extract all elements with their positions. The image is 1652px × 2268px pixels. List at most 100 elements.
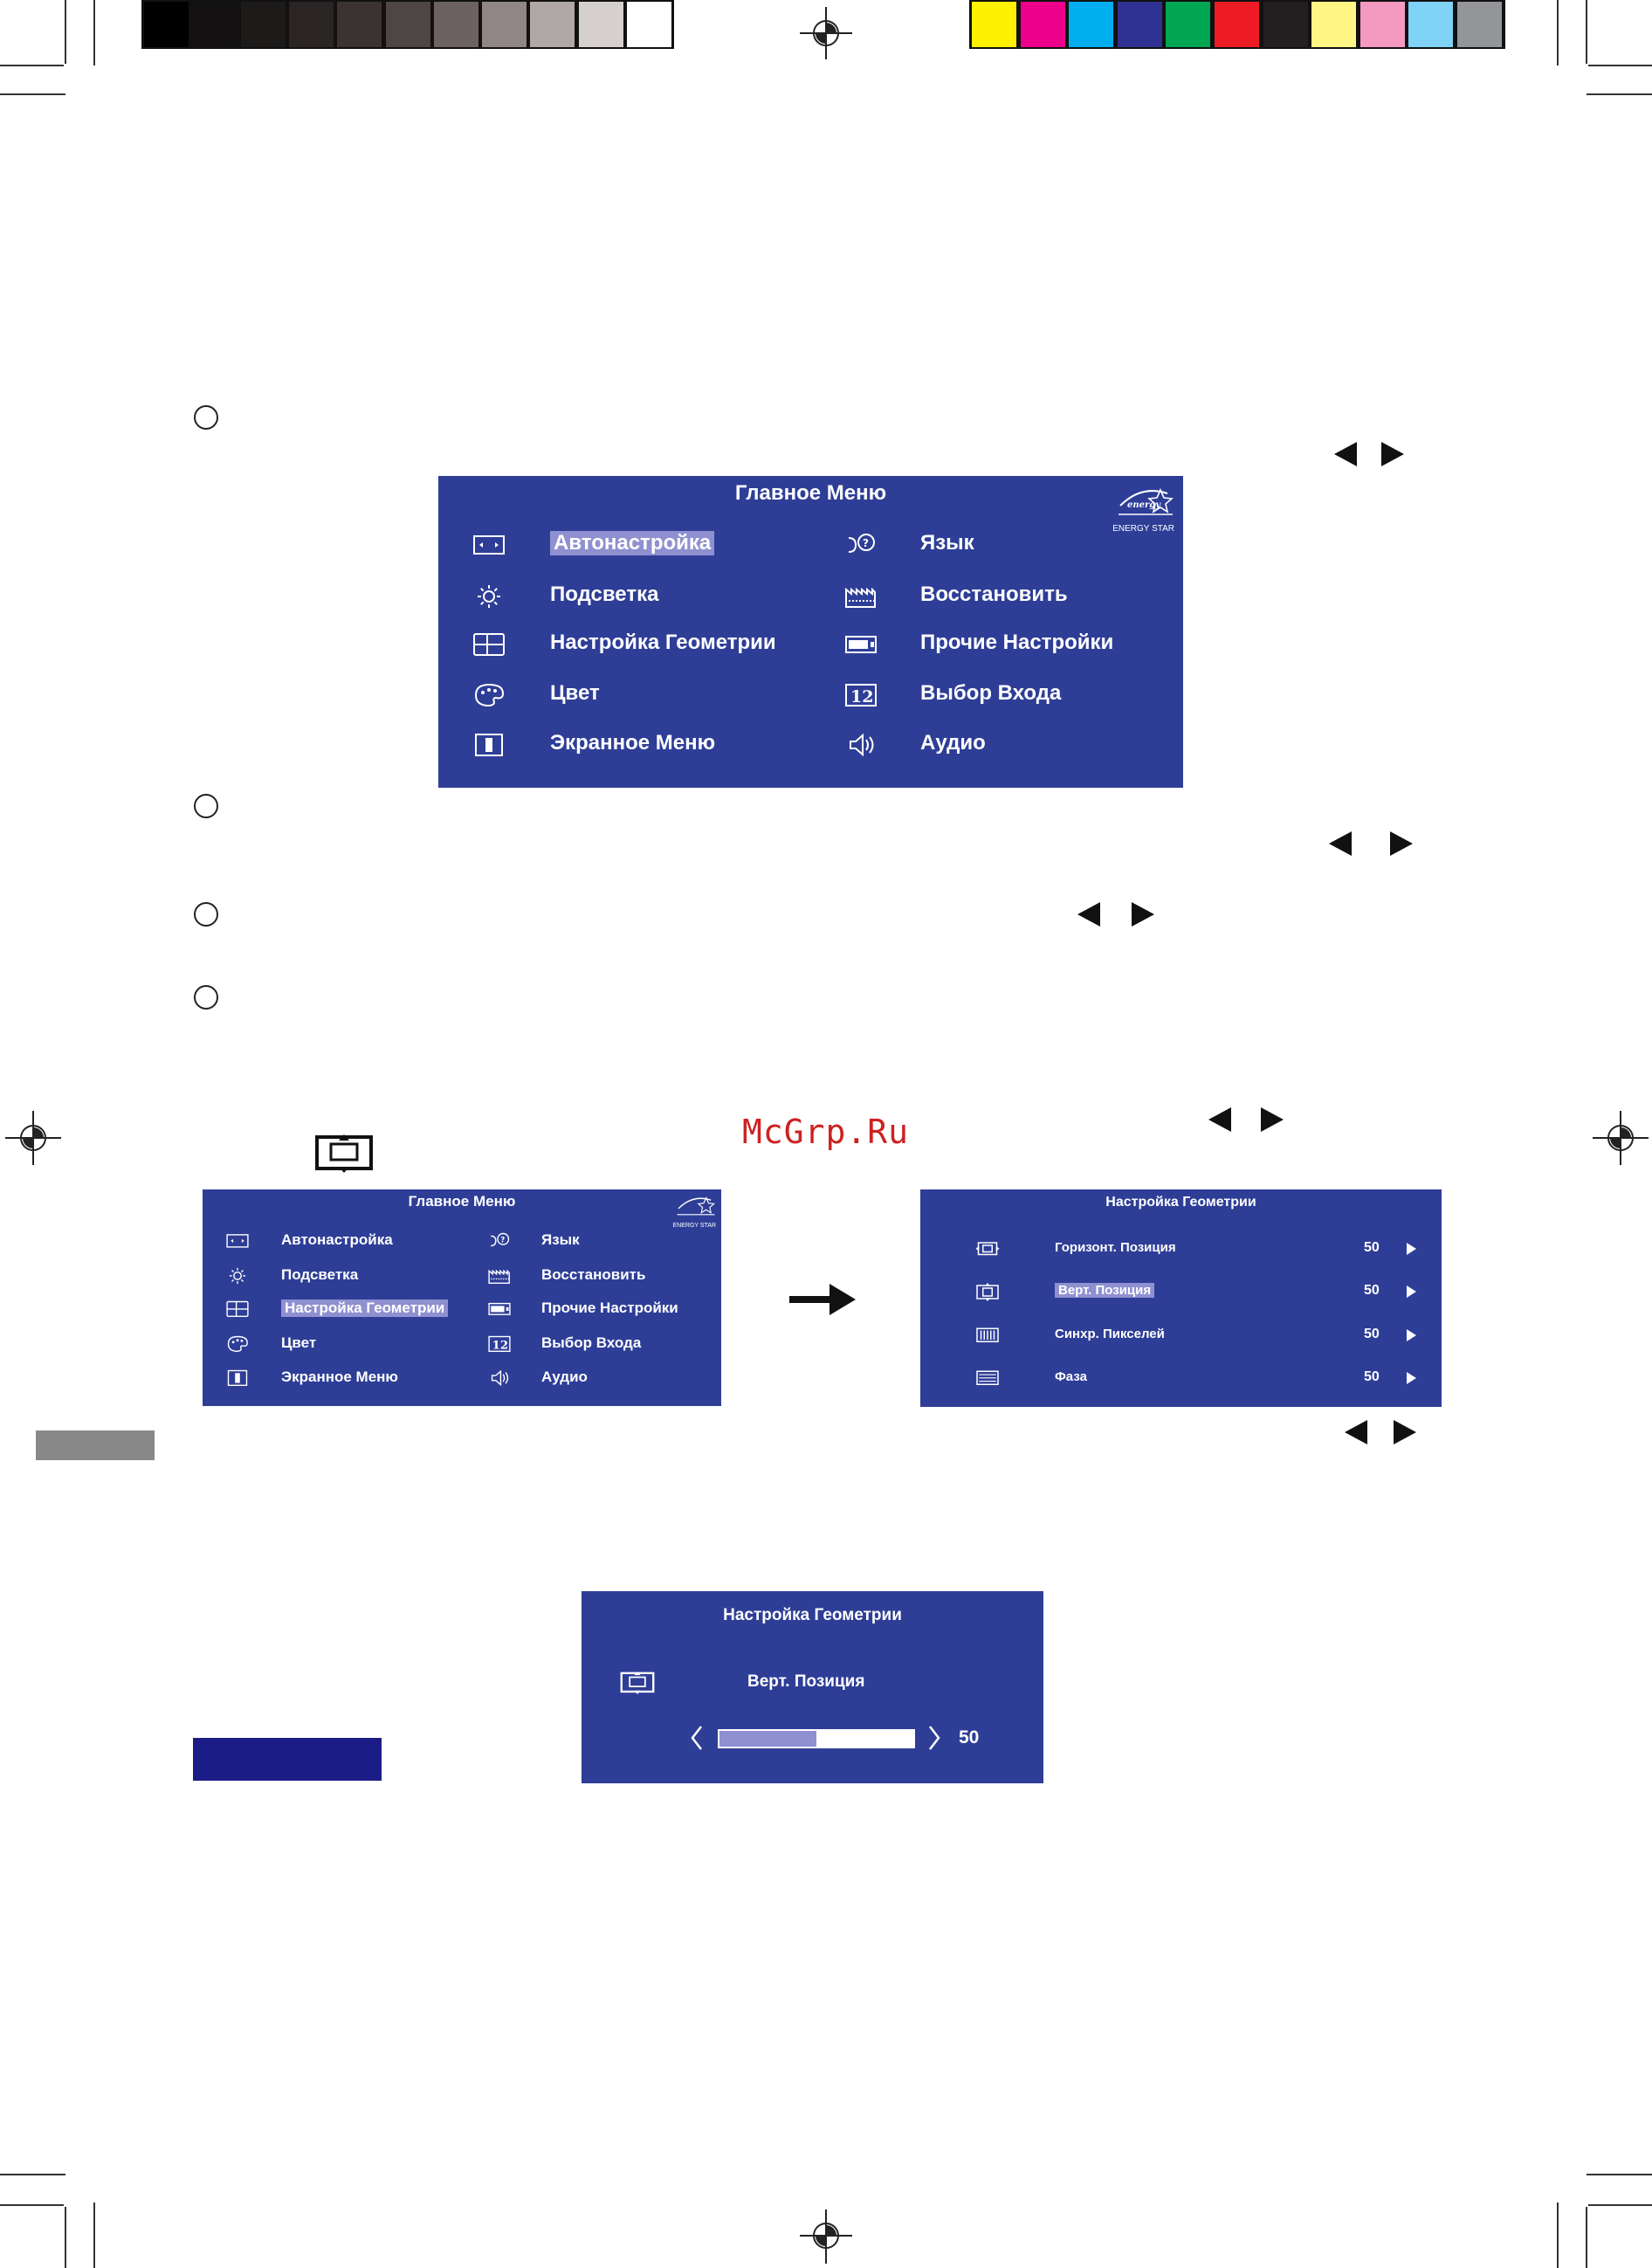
menu-item-label: Восстановить bbox=[541, 1265, 646, 1283]
menu-item-label: Автонастройка bbox=[281, 1231, 393, 1248]
step-marker-2 bbox=[194, 794, 218, 818]
menu-item[interactable]: Автонастройка bbox=[281, 1231, 393, 1249]
menu-item[interactable]: Аудио bbox=[541, 1368, 588, 1386]
main-menu-title: Главное Меню bbox=[408, 1193, 516, 1210]
energy-star-label: ENERGY STAR bbox=[672, 1223, 716, 1229]
adjust-arrow-icon[interactable] bbox=[1407, 1372, 1416, 1384]
geometry-menu-item[interactable]: Верт. Позиция bbox=[1055, 1283, 1155, 1298]
adjust-arrow-icon[interactable] bbox=[1407, 1329, 1416, 1341]
other-settings-icon bbox=[845, 636, 877, 654]
color-swatch bbox=[1263, 2, 1308, 47]
menu-item[interactable]: Настройка Геометрии bbox=[281, 1299, 449, 1317]
reset-factory-icon bbox=[488, 1269, 510, 1285]
main-menu-large: Главное Меню energy ENERGY STAR Автонаст… bbox=[438, 476, 1183, 788]
geometry-icon bbox=[473, 633, 505, 657]
menu-item[interactable]: Восстановить bbox=[541, 1266, 645, 1284]
geometry-item-label: Синхр. Пикселей bbox=[1055, 1327, 1165, 1341]
menu-item[interactable]: Цвет bbox=[281, 1334, 316, 1352]
right-arrow-icon bbox=[1390, 831, 1413, 856]
geometry-item-value: 50 bbox=[1364, 1283, 1380, 1298]
side-tab bbox=[36, 1430, 155, 1460]
vpos-slider-track[interactable] bbox=[718, 1729, 915, 1748]
vpos-slider-fill bbox=[719, 1731, 816, 1747]
menu-icon-wrapper bbox=[472, 630, 506, 659]
menu-item[interactable]: Прочие Настройки bbox=[541, 1299, 678, 1317]
left-right-arrows-1 bbox=[1334, 442, 1404, 466]
menu-item[interactable]: Подсветка bbox=[281, 1266, 358, 1284]
menu-icon-wrapper bbox=[472, 730, 506, 760]
decrease-chevron-icon[interactable] bbox=[690, 1725, 704, 1751]
geometry-menu-item[interactable]: Горизонт. Позиция bbox=[1055, 1240, 1176, 1255]
gray-swatch bbox=[240, 2, 286, 47]
color-swatch bbox=[1020, 2, 1065, 47]
left-right-arrows-5 bbox=[1345, 1420, 1416, 1444]
increase-chevron-icon[interactable] bbox=[927, 1725, 941, 1751]
left-right-arrows-4 bbox=[1208, 1107, 1284, 1132]
geometry-item-value: 50 bbox=[1364, 1240, 1380, 1255]
menu-item-label: Аудио bbox=[920, 731, 986, 755]
geometry-item-label: Верт. Позиция bbox=[1055, 1283, 1155, 1298]
color-swatch bbox=[1457, 2, 1502, 47]
auto-adjust-icon bbox=[473, 535, 505, 555]
backlight-sun-icon bbox=[229, 1268, 246, 1285]
adjust-arrow-icon[interactable] bbox=[1407, 1286, 1416, 1298]
menu-item[interactable]: Автонастройка bbox=[550, 531, 715, 556]
menu-item-label: Язык bbox=[920, 531, 974, 555]
left-arrow-icon bbox=[1345, 1420, 1367, 1444]
menu-item[interactable]: Цвет bbox=[550, 681, 600, 706]
color-palette-icon bbox=[227, 1336, 248, 1353]
menu-icon-wrapper bbox=[487, 1299, 512, 1320]
menu-item-label: Выбор Входа bbox=[920, 681, 1062, 706]
menu-item[interactable]: Язык bbox=[920, 531, 974, 555]
menu-item[interactable]: Аудио bbox=[920, 731, 986, 755]
color-swatch bbox=[1166, 2, 1211, 47]
right-arrow-icon bbox=[1381, 442, 1404, 466]
geometry-item-label: Горизонт. Позиция bbox=[1055, 1240, 1176, 1255]
menu-item-label: Цвет bbox=[281, 1334, 317, 1351]
menu-item[interactable]: Экранное Меню bbox=[281, 1368, 398, 1386]
svg-text:?: ? bbox=[500, 1236, 505, 1244]
osd-menu-icon bbox=[475, 734, 503, 757]
main-menu-title: Главное Меню bbox=[734, 481, 887, 505]
color-swatch-strip bbox=[969, 0, 1505, 49]
gray-swatch-strip bbox=[141, 0, 674, 49]
gray-swatch bbox=[627, 2, 671, 47]
menu-item[interactable]: Выбор Входа bbox=[541, 1334, 641, 1352]
input-select-icon: 12 bbox=[488, 1336, 511, 1353]
gray-swatch bbox=[385, 2, 430, 47]
menu-icon-wrapper bbox=[843, 630, 878, 659]
svg-text:energy: energy bbox=[1127, 500, 1161, 510]
menu-item[interactable]: Прочие Настройки bbox=[920, 631, 1113, 655]
menu-icon-wrapper bbox=[225, 1334, 250, 1355]
backlight-sun-icon bbox=[478, 585, 500, 609]
menu-icon-wrapper bbox=[974, 1237, 1001, 1260]
adjust-arrow-icon[interactable] bbox=[1407, 1243, 1416, 1255]
gray-swatch bbox=[433, 2, 478, 47]
watermark: McGrp.Ru bbox=[742, 1113, 910, 1151]
language-icon: ? bbox=[491, 1233, 510, 1247]
menu-item-label: Восстановить bbox=[920, 583, 1068, 607]
menu-item[interactable]: Восстановить bbox=[920, 583, 1068, 607]
left-arrow-icon bbox=[1077, 902, 1100, 927]
left-arrow-icon bbox=[1334, 442, 1357, 466]
left-right-arrows-2 bbox=[1329, 831, 1413, 856]
menu-item-label: Экранное Меню bbox=[281, 1368, 398, 1385]
menu-item[interactable]: Экранное Меню bbox=[550, 731, 715, 755]
menu-item[interactable]: Выбор Входа bbox=[920, 681, 1061, 706]
menu-item-label: Язык bbox=[541, 1231, 580, 1248]
menu-icon-wrapper bbox=[843, 582, 878, 611]
menu-item[interactable]: Настройка Геометрии bbox=[550, 631, 776, 655]
menu-item-label: Подсветка bbox=[281, 1265, 359, 1283]
menu-item[interactable]: Подсветка bbox=[550, 583, 658, 607]
geometry-menu-item[interactable]: Синхр. Пикселей bbox=[1055, 1327, 1165, 1341]
menu-icon-wrapper bbox=[472, 582, 506, 611]
geometry-menu-item[interactable]: Фаза bbox=[1055, 1369, 1087, 1384]
menu-item-label: Настройка Геометрии bbox=[550, 631, 776, 655]
v-position-icon bbox=[620, 1672, 655, 1694]
menu-icon-wrapper bbox=[974, 1280, 1001, 1303]
menu-item[interactable]: Язык bbox=[541, 1231, 580, 1249]
gray-swatch bbox=[288, 2, 334, 47]
vpos-dialog-title: Настройка Геометрии bbox=[723, 1606, 902, 1624]
menu-icon-wrapper: 12 bbox=[487, 1334, 512, 1355]
